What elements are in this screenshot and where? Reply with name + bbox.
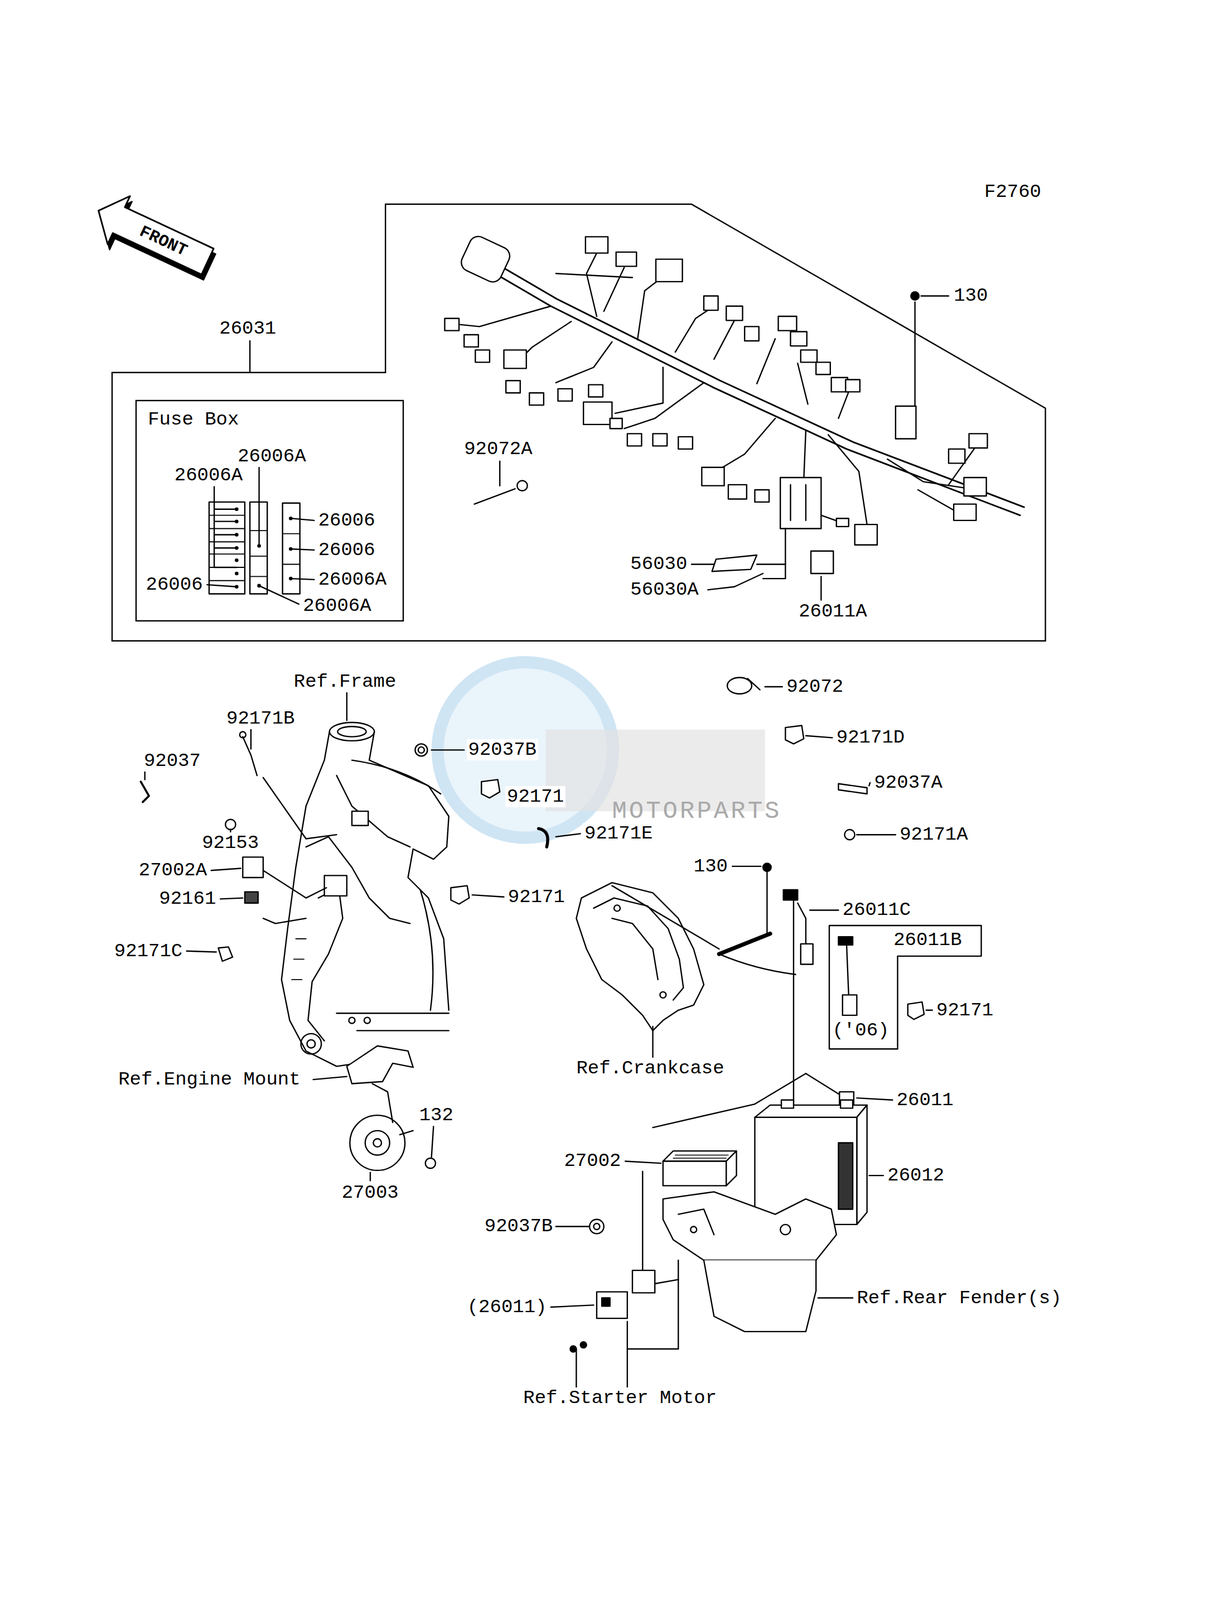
variant-note: ('06): [830, 1020, 891, 1040]
callout-number: 26006A: [172, 465, 245, 485]
callout-number: 92072A: [462, 439, 534, 459]
watermark: MOTORPARTS: [610, 796, 783, 825]
figure-code: F2760: [982, 182, 1043, 202]
reference-label: Ref.Rear Fender(s): [854, 1287, 1063, 1309]
assembly-number: 26031: [217, 318, 278, 338]
callout-number: 92171A: [897, 823, 970, 845]
reference-label: Ref.Starter Motor: [521, 1386, 719, 1409]
assembly-number: 26031: [217, 317, 278, 340]
callout-number: 56030: [628, 553, 689, 575]
callout-number: 92037B: [482, 1215, 555, 1237]
callout-number: 92072A: [462, 438, 534, 460]
callout-number: 26006A: [301, 595, 373, 617]
callout-number: 92171: [505, 785, 566, 807]
callout-number: 92153: [200, 833, 261, 853]
variant-note: ('06): [830, 1019, 891, 1041]
callout-number: 130: [692, 855, 730, 877]
callout-number: 26006: [316, 540, 377, 560]
reference-label: Ref.Crankcase: [574, 1057, 726, 1079]
reference-label: Ref.Rear Fender(s): [854, 1288, 1063, 1308]
panel-heading: Fuse Box: [146, 408, 241, 430]
callout-number: 92171: [505, 786, 566, 806]
watermark: MOTORPARTS: [610, 801, 783, 823]
callout-number: 27002: [562, 1149, 623, 1172]
callout-number: 92171: [506, 887, 567, 907]
callout-number: 26006: [144, 573, 205, 596]
callout-number: 92037: [142, 751, 203, 771]
panel-heading: Fuse Box: [146, 409, 241, 429]
callout-number: 26006A: [235, 445, 308, 467]
callout-number: 132: [417, 1105, 456, 1125]
callout-number: 92037B: [482, 1216, 555, 1236]
callout-number: 92153: [200, 832, 261, 854]
callout-number: 130: [951, 286, 990, 306]
callout-number: 130: [951, 284, 990, 307]
callout-number: 26006A: [301, 596, 373, 616]
callout-number: 92037: [142, 750, 203, 772]
reference-label: Ref.Crankcase: [574, 1058, 726, 1078]
callout-number: 92171C: [112, 940, 185, 962]
callout-number: 27003: [340, 1182, 401, 1202]
reference-label: Ref.Starter Motor: [521, 1388, 719, 1408]
callout-number: 26006A: [316, 568, 389, 591]
callout-number: 92161: [157, 888, 218, 908]
callout-number: 27002A: [137, 860, 209, 880]
callout-number: 92171E: [582, 822, 655, 844]
callout-number: 26011B: [891, 929, 964, 951]
callout-number: (26011): [465, 1297, 549, 1317]
harness-panel: 26031Fuse Box: [112, 204, 1046, 641]
panel-outline: [112, 204, 1046, 641]
callout-number: 92171D: [834, 726, 907, 748]
callout-number: 26006A: [235, 446, 308, 466]
callout-number: 92171: [934, 1000, 995, 1020]
callout-number: (26011): [465, 1296, 549, 1318]
callout-number: 26011C: [840, 900, 913, 920]
callout-number: 92171: [934, 999, 995, 1021]
callout-number: 26011A: [796, 601, 869, 621]
callout-number: 92171B: [224, 708, 297, 728]
callout-number: 26006: [316, 510, 377, 530]
callout-number: 92171C: [112, 941, 185, 961]
callout-number: 27002: [562, 1151, 623, 1171]
callout-number: 92072: [784, 677, 845, 696]
callout-number: 92161: [157, 887, 218, 910]
figure-code: F2760: [982, 181, 1043, 203]
callout-number: 92171B: [224, 707, 297, 729]
callout-number: 27003: [340, 1181, 401, 1203]
callout-number: 92171D: [834, 727, 907, 747]
callout-number: 26006: [316, 509, 377, 531]
callout-number: 92037B: [466, 738, 539, 761]
reference-label: Ref.Engine Mount: [116, 1068, 302, 1090]
panel-border: [112, 204, 1046, 641]
callout-number: 92171A: [897, 824, 970, 844]
callout-number: 56030A: [628, 578, 700, 601]
callout-number: 92072: [784, 675, 845, 698]
panel-border: [136, 400, 404, 621]
callout-number: 92171E: [582, 823, 655, 843]
callout-number: 56030A: [628, 579, 700, 599]
callout-number: 26012: [885, 1164, 946, 1186]
callout-number: 26006A: [316, 569, 389, 589]
callout-number: 92037B: [466, 740, 539, 760]
callout-number: 26012: [885, 1165, 946, 1185]
callout-number: 26011C: [840, 898, 913, 921]
callout-number: 92037A: [872, 772, 944, 792]
reference-label: Ref.Frame: [292, 672, 399, 691]
callout-number: 130: [692, 856, 730, 876]
callout-number: 26006A: [172, 464, 245, 486]
callout-number: 26011: [895, 1089, 956, 1111]
callout-number: 26011: [895, 1090, 956, 1110]
callout-number: 27002A: [137, 859, 209, 881]
callout-number: 56030: [628, 554, 689, 574]
reference-label: Ref.Frame: [292, 670, 399, 693]
reference-label: Ref.Engine Mount: [116, 1069, 302, 1089]
callout-number: 26006: [316, 539, 377, 561]
callout-number: 26011B: [891, 930, 964, 950]
callout-number: 92037A: [872, 771, 944, 794]
callout-number: 26006: [144, 574, 205, 594]
callout-number: 92171: [506, 886, 567, 908]
callout-number: 26011A: [796, 600, 869, 622]
callout-number: 132: [417, 1104, 456, 1126]
